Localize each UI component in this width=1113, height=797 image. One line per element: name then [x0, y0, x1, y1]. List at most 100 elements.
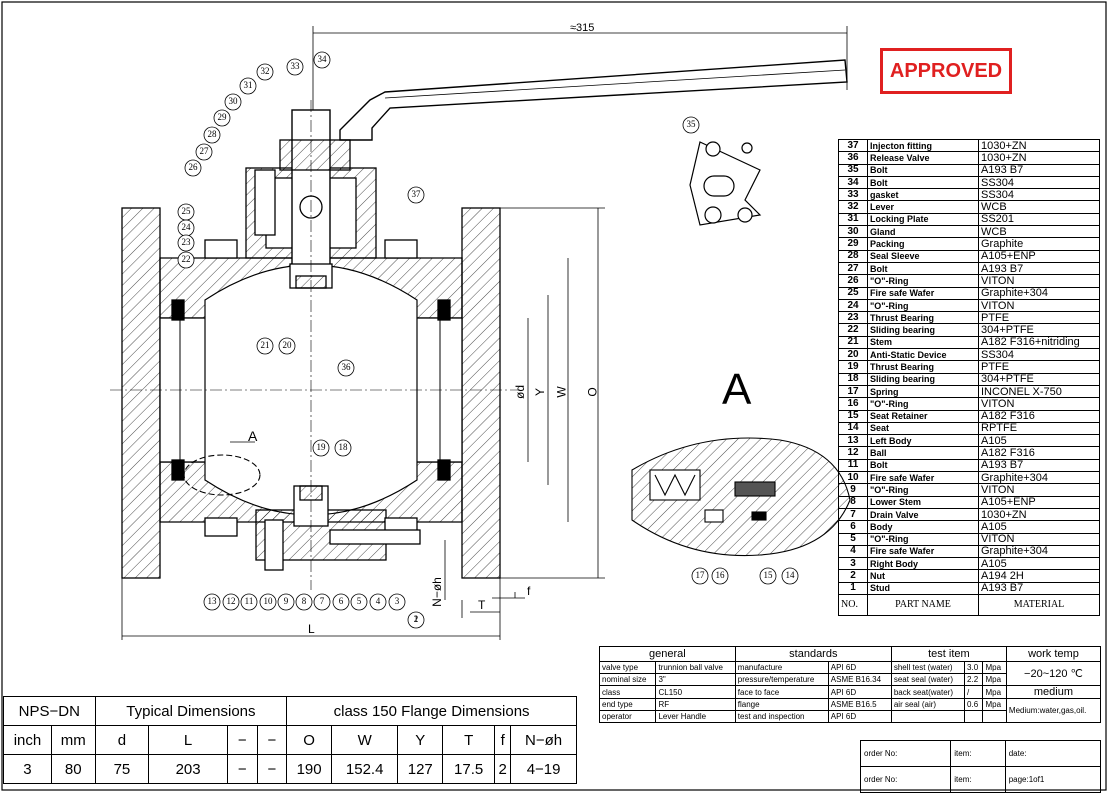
spec-cell: back seat(water)	[890, 685, 966, 699]
part-name: "O"-Ring	[867, 298, 979, 313]
part-material: A182 F316+nitriding	[978, 335, 1100, 350]
part-material: WCB	[978, 225, 1100, 239]
dims-cell: inch	[3, 725, 52, 755]
f-dim-label: f	[527, 584, 531, 598]
part-material: PTFE	[978, 311, 1100, 325]
spec-cell	[982, 710, 1007, 723]
dims-header-flange: class 150 Flange Dimensions	[286, 696, 577, 726]
part-name: Right Body	[867, 557, 979, 571]
part-number: 9	[838, 483, 868, 497]
part-number: 31	[838, 212, 868, 227]
part-number: 23	[838, 311, 868, 325]
part-material: A182 F316	[978, 409, 1100, 423]
part-material: Graphite+304	[978, 471, 1100, 485]
locking-plate-view	[689, 141, 762, 226]
spec-cell: air seal (air)	[890, 698, 966, 711]
part-material: 1030+ZN	[978, 138, 1100, 153]
centerlines	[110, 100, 520, 590]
part-number: 32	[838, 200, 868, 214]
dims-cell: 3	[3, 754, 52, 784]
t-dim-label: T	[478, 598, 486, 612]
spec-cell: 3.0	[964, 661, 984, 674]
spec-table: general standards test item work temp va…	[598, 646, 1102, 723]
part-number: 12	[838, 446, 868, 460]
part-number: 13	[838, 434, 868, 448]
spec-cell: 0.6	[964, 698, 984, 711]
dims-cell: Y	[397, 725, 444, 755]
spec-cell: API 6D	[827, 661, 892, 674]
part-number: 7	[838, 507, 868, 522]
parts-header-name: PART NAME	[867, 593, 979, 616]
medium-label: medium	[1005, 685, 1102, 699]
part-material: WCB	[978, 200, 1100, 214]
part-number: 27	[838, 261, 868, 276]
order-cell: order No:	[859, 766, 952, 793]
lever-handle	[339, 59, 848, 141]
spec-cell: Mpa	[982, 661, 1007, 674]
dims-cell: −	[227, 725, 258, 755]
dims-cell: f	[494, 725, 512, 755]
dims-cell: 4−19	[510, 754, 577, 784]
spec-cell: class	[598, 685, 657, 699]
spec-cell: operator	[598, 710, 657, 723]
part-number: 2	[838, 569, 868, 583]
part-name: "O"-Ring	[867, 397, 979, 411]
part-name: Body	[867, 520, 979, 534]
part-material: 304+PTFE	[978, 323, 1100, 337]
part-number: 3	[838, 557, 868, 571]
detail-a-title: A	[722, 365, 752, 414]
part-number: 24	[838, 298, 868, 313]
part-number: 8	[838, 495, 868, 509]
part-name: "O"-Ring	[867, 483, 979, 497]
dims-cell: 17.5	[442, 754, 496, 784]
dims-cell: −	[256, 754, 288, 784]
part-material: Graphite+304	[978, 544, 1100, 559]
part-name: Seat	[867, 421, 979, 436]
part-material: A105+ENP	[978, 495, 1100, 509]
vertical-dimensions	[121, 207, 605, 640]
spec-cell: manufacture	[734, 661, 829, 674]
spec-cell: pressure/temperature	[734, 673, 829, 686]
spec-cell: test and inspection	[734, 710, 829, 723]
spec-cell: ASME B16.34	[827, 673, 892, 686]
spec-cell	[890, 710, 966, 723]
spec-cell: CL150	[655, 685, 736, 699]
part-material: PTFE	[978, 360, 1100, 374]
part-name: Lever	[867, 200, 979, 214]
spec-cell: valve type	[598, 661, 657, 674]
order-cell: page:1of1	[1004, 766, 1102, 793]
part-material: A105	[978, 557, 1100, 571]
part-name: Gland	[867, 225, 979, 239]
dims-cell: N−øh	[510, 725, 577, 755]
part-number: 36	[838, 151, 868, 165]
work-temp-value: −20~120 ℃	[1005, 661, 1102, 686]
part-number: 22	[838, 323, 868, 337]
part-number: 1	[838, 581, 868, 595]
part-number: 35	[838, 163, 868, 177]
part-material: A194 2H	[978, 569, 1100, 583]
part-number: 29	[838, 237, 868, 251]
part-name: Bolt	[867, 163, 979, 177]
part-material: VITON	[978, 483, 1100, 497]
order-info-table: order No:item:date:order No:item:page:1o…	[859, 740, 1102, 793]
spec-cell: Mpa	[982, 698, 1007, 711]
part-name: Sliding bearing	[867, 323, 979, 337]
dims-cell: 203	[148, 754, 229, 784]
